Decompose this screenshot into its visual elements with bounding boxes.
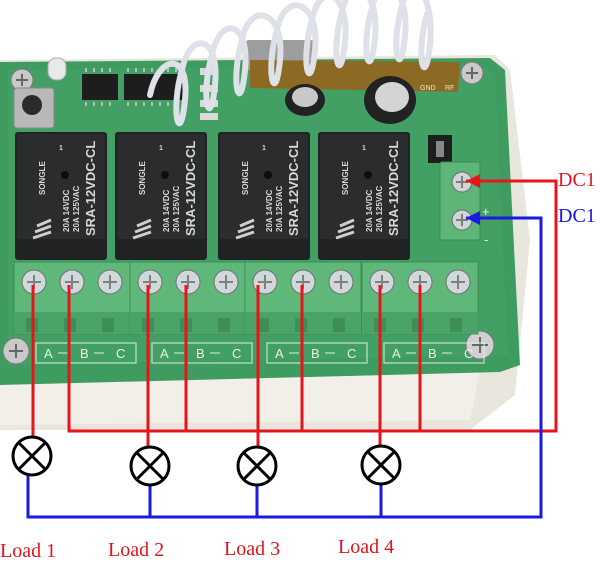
load-label: Load 2 [108, 539, 164, 561]
dc-negative-label: DC1 [558, 205, 596, 227]
relay-rating-2: 20A 125VAC [172, 186, 181, 232]
output-terminal-block: A B C [129, 261, 253, 364]
relay-brand: SONGLE [38, 161, 47, 195]
antenna-coil [147, 0, 434, 127]
screw-icon [2, 337, 30, 365]
relay-brand: SONGLE [341, 161, 350, 195]
relay-brand: SONGLE [138, 161, 147, 195]
terminal-label-b: B [428, 346, 437, 361]
relay-model: SRA-12VDC-CL [183, 141, 198, 236]
terminal-screw-icon [175, 269, 201, 295]
terminal-label-c: C [232, 346, 241, 361]
load-label: Load 4 [338, 536, 394, 558]
terminal-label-c: C [464, 346, 473, 361]
relay-pin-label: 1 [59, 145, 63, 152]
terminal-minus-label: - [484, 232, 488, 247]
screw-icon [10, 68, 34, 92]
relay-rating-2: 20A 125VAC [275, 186, 284, 232]
terminal-screw-icon [213, 269, 239, 295]
terminal-label-a: A [160, 346, 169, 361]
terminal-screw-icon [445, 269, 471, 295]
lamp-icon [236, 445, 278, 487]
terminal-plus-label: + [482, 204, 490, 219]
terminal-label-b: B [311, 346, 320, 361]
relay-rating-2: 20A 125VAC [72, 186, 81, 232]
screw-icon [460, 61, 484, 85]
power-screw-negative [451, 209, 473, 231]
load-label: Load 1 [0, 540, 56, 562]
relay-rating-1: 20A 14VDC [62, 189, 71, 232]
brand-logo-icon [335, 218, 355, 240]
terminal-label-a: A [275, 346, 284, 361]
terminal-label-a: A [392, 346, 401, 361]
terminal-screw-icon [97, 269, 123, 295]
relay-pin-label: 1 [159, 145, 163, 152]
terminal-label-b: B [80, 346, 89, 361]
terminal-label-c: C [347, 346, 356, 361]
terminal-label-c: C [116, 346, 125, 361]
capacitors [285, 76, 416, 124]
relay-brand: SONGLE [241, 161, 250, 195]
relay-rating-1: 20A 14VDC [365, 189, 374, 232]
relay-model: SRA-12VDC-CL [286, 141, 301, 236]
relay-rating-2: 20A 125VAC [375, 186, 384, 232]
terminal-label-b: B [196, 346, 205, 361]
output-terminal-block: A B C [244, 261, 368, 364]
screw-icon [465, 330, 495, 360]
dc-positive-label: DC1 [558, 169, 596, 191]
terminal-label-a: A [44, 346, 53, 361]
terminal-screw-icon [328, 269, 354, 295]
relay-rating-1: 20A 14VDC [162, 189, 171, 232]
mounting-screws [2, 61, 495, 365]
terminal-screw-icon [137, 269, 163, 295]
brand-logo-icon [235, 218, 255, 240]
terminal-screw-icon [59, 269, 85, 295]
brand-logo-icon [132, 218, 152, 240]
negative-bus-wire [26, 216, 543, 519]
positive-bus-wire [67, 179, 558, 433]
relay-rating-1: 20A 14VDC [265, 189, 274, 232]
lamp-icon [129, 445, 171, 487]
ic-chips [82, 68, 218, 120]
terminal-screw-icon [369, 269, 395, 295]
lamp-icon [11, 435, 53, 477]
relay-model: SRA-12VDC-CL [386, 141, 401, 236]
relay-pin-label: 1 [262, 145, 266, 152]
arrow-positive-icon [466, 174, 480, 188]
learn-button [13, 87, 55, 129]
load-label: Load 3 [224, 538, 280, 560]
led-icon [47, 57, 67, 81]
lamp-icon [360, 444, 402, 486]
relay-model: SRA-12VDC-CL [83, 141, 98, 236]
brand-logo-icon [32, 218, 52, 240]
relay-pin-label: 1 [362, 145, 366, 152]
receiver-pin-rf: RF [445, 85, 454, 92]
receiver-pin-gnd: GND [420, 85, 436, 92]
arrow-negative-icon [466, 211, 480, 225]
